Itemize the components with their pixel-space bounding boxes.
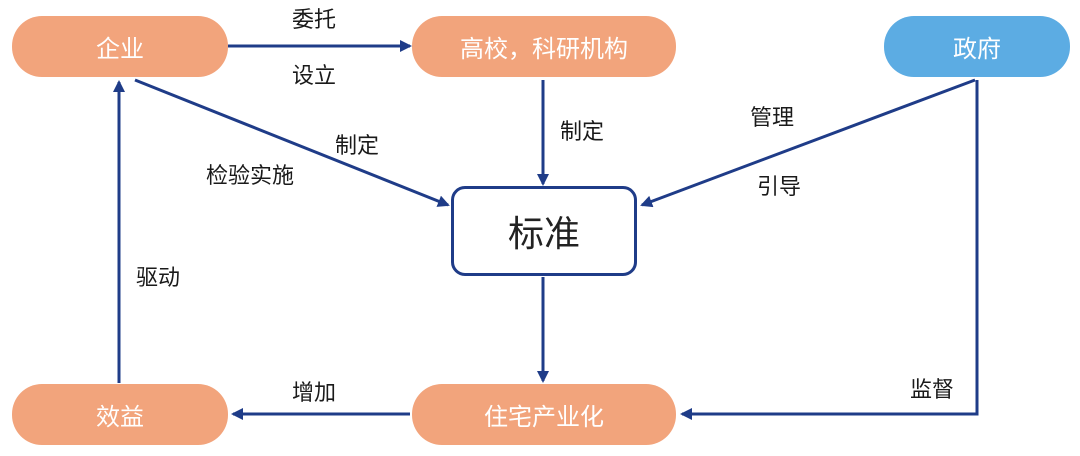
node-enterprise: 企业 [12, 16, 228, 77]
node-standard: 标准 [451, 186, 637, 276]
edge-label-supervise: 监督 [910, 378, 955, 403]
arrow-government-to-housing [680, 80, 979, 420]
node-housing-industrialization: 住宅产业化 [412, 384, 676, 445]
edge-label-guide: 引导 [757, 175, 802, 200]
edge-label-establish: 设立 [292, 64, 337, 89]
edge-label-drive: 驱动 [136, 266, 181, 291]
edge-label-formulate-center: 制定 [560, 120, 605, 145]
arrow-enterprise-to-standard [134, 78, 450, 207]
node-government: 政府 [884, 16, 1070, 77]
node-benefit: 效益 [12, 384, 228, 445]
edge-label-inspect-implement: 检验实施 [206, 164, 295, 189]
edge-label-manage: 管理 [750, 106, 795, 131]
edge-label-formulate-left: 制定 [335, 134, 380, 159]
edge-label-commission: 委托 [292, 8, 337, 33]
edge-label-increase: 增加 [292, 381, 337, 406]
node-universities: 高校，科研机构 [412, 16, 676, 77]
arrow-government-to-standard [640, 78, 976, 208]
